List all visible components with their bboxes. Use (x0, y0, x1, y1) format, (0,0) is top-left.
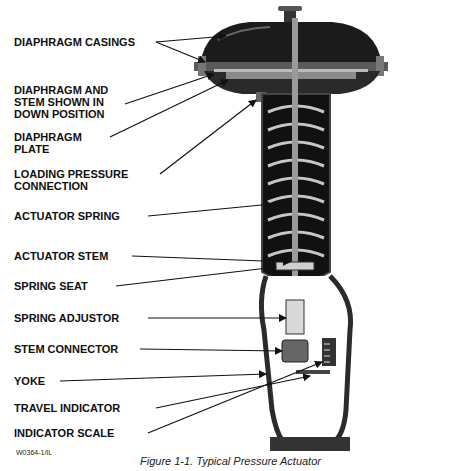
scale-ticks (324, 344, 330, 362)
part-label: ACTUATOR STEM (14, 250, 108, 262)
stem-cap (278, 6, 302, 11)
figure-caption: Figure 1-1. Typical Pressure Actuator (140, 455, 321, 468)
casing-highlight (218, 27, 270, 40)
diaphragm (214, 69, 368, 72)
part-label: INDICATOR SCALE (14, 427, 114, 439)
indicator-scale (322, 338, 336, 366)
part-label: SPRING SEAT (14, 280, 88, 292)
yoke-foot (270, 437, 350, 451)
part-label: ACTUATOR SPRING (14, 210, 120, 222)
part-label: STEM CONNECTOR (14, 343, 118, 355)
part-label: LOADING PRESSURE CONNECTION (14, 168, 149, 192)
stem-connector (282, 340, 308, 362)
part-label: TRAVEL INDICATOR (14, 402, 120, 414)
part-label: DIAPHRAGM CASINGS (14, 36, 135, 48)
part-label: DIAPHRAGM AND STEM SHOWN IN DOWN POSITIO… (14, 84, 119, 120)
upper-casing (200, 22, 382, 66)
drawing-code: W0364-1/IL (16, 449, 52, 457)
part-label: DIAPHRAGM PLATE (14, 131, 114, 155)
spring-seat (276, 262, 314, 270)
diaphragm-plate (226, 72, 356, 79)
part-label: YOKE (14, 375, 45, 387)
yoke (261, 276, 350, 440)
casing-flange (194, 62, 388, 71)
spring-adjustor (286, 300, 304, 334)
part-label: SPRING ADJUSTOR (14, 312, 119, 324)
